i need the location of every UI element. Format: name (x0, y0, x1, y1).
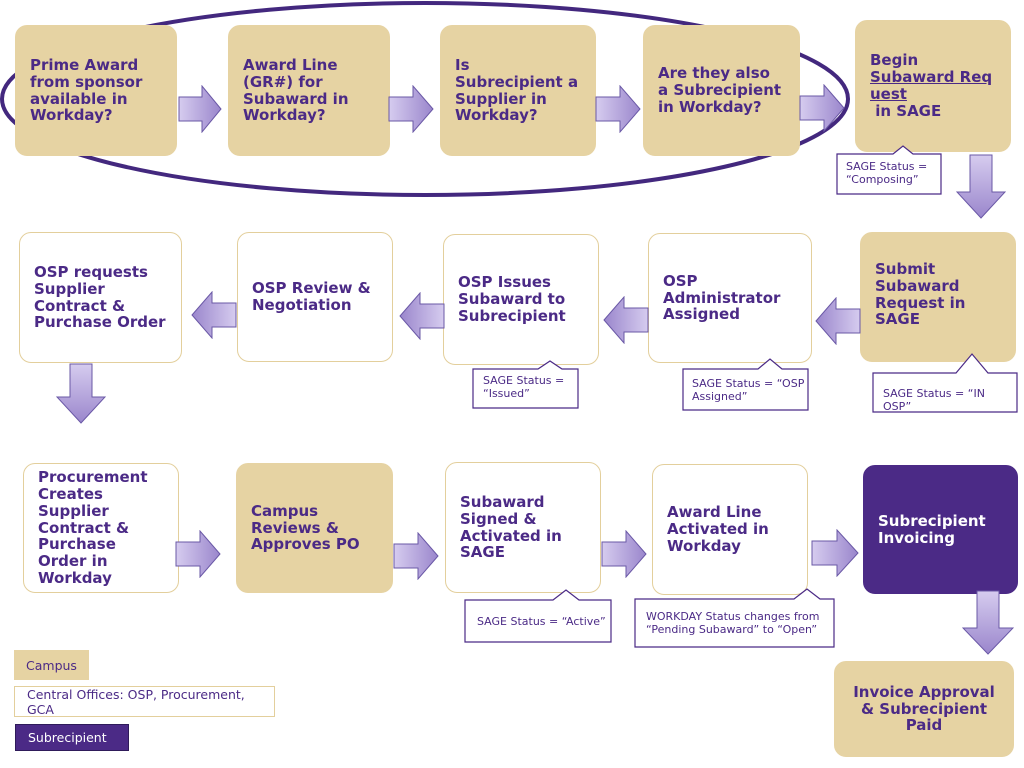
arrow-right-icon (175, 530, 221, 578)
osp-requests-label: OSP requests Supplier Contract & Purchas… (34, 262, 166, 332)
is-subrecipient-box: Is Subrecipient a Supplier in Workday? (440, 25, 596, 156)
invoice-approval-label: Invoice Approval & Subrecipient Paid (853, 682, 995, 735)
arrow-down-icon (962, 590, 1014, 655)
subaward-signed-label: Subaward Signed & Activated in SAGE (460, 492, 562, 562)
issued-status: SAGE Status = “Issued” (483, 374, 565, 401)
in-sage-label: in SAGE (870, 101, 942, 120)
status-callout (682, 358, 809, 411)
procurement-box: Procurement Creates Supplier Contract & … (23, 463, 179, 593)
osp-review-box: OSP Review & Negotiation (237, 232, 393, 362)
submit-request-label: Submit Subaward Request in SAGE (875, 260, 966, 329)
osp-admin-label: OSP Administrator Assigned (663, 271, 781, 324)
osp-review-label: OSP Review & Negotiation (252, 279, 371, 314)
legend-subrecipient-label: Subrecipient (28, 730, 107, 745)
arrow-left-icon (399, 292, 445, 340)
subaward-signed-box: Subaward Signed & Activated in SAGE (445, 462, 601, 593)
status-callout (472, 360, 579, 409)
status-callout (836, 145, 942, 195)
award-line-box: Award Line (GR#) for Subaward in Workday… (228, 25, 390, 156)
arrow-left-icon (191, 291, 237, 339)
subaward-request-link[interactable]: Subaward Request (870, 68, 993, 103)
highlight-oval (0, 1, 850, 197)
arrow-right-icon (601, 530, 647, 578)
in-osp-status: SAGE Status = “IN OSP” (883, 387, 985, 414)
award-line-label: Award Line (GR#) for Subaward in Workday… (243, 55, 349, 125)
campus-reviews-box: Campus Reviews & Approves PO (236, 463, 393, 593)
submit-request-box: Submit Subaward Request in SAGE (860, 232, 1016, 362)
invoice-approval-box: Invoice Approval & Subrecipient Paid (834, 661, 1014, 757)
prime-award-box: Prime Award from sponsor available in Wo… (15, 25, 177, 156)
subrecipient-invoicing-label: Subrecipient Invoicing (878, 511, 986, 547)
arrow-left-icon (815, 297, 861, 345)
arrow-down-icon (956, 154, 1006, 219)
arrow-right-icon (178, 85, 222, 133)
legend-central-label: Central Offices: OSP, Procurement, GCA (27, 686, 245, 717)
composing-status: SAGE Status = “Composing” (846, 160, 928, 187)
is-subrecipient-label: Is Subrecipient a Supplier in Workday? (455, 55, 579, 125)
arrow-right-icon (388, 85, 434, 133)
procurement-label: Procurement Creates Supplier Contract & … (38, 468, 148, 587)
active-status: SAGE Status = “Active” (477, 615, 606, 628)
also-subrecipient-label: Are they also a Subrecipient in Workday? (658, 64, 782, 116)
begin-subaward-box: Begin Subaward Request in SAGE (855, 20, 1011, 152)
osp-issues-label: OSP Issues Subaward to Subrecipient (458, 273, 566, 325)
campus-reviews-label: Campus Reviews & Approves PO (251, 501, 360, 554)
status-callout (464, 589, 612, 643)
begin-label: Begin (870, 51, 919, 70)
osp-assigned-status: SAGE Status = “OSP Assigned” (692, 377, 805, 404)
also-subrecipient-box: Are they also a Subrecipient in Workday? (643, 25, 800, 156)
award-line-activated-box: Award Line Activated in Workday (652, 464, 808, 595)
arrow-down-icon (56, 363, 106, 424)
arrow-right-icon (811, 529, 859, 577)
osp-requests-box: OSP requests Supplier Contract & Purchas… (19, 232, 182, 363)
legend-central: Central Offices: OSP, Procurement, GCA (14, 686, 275, 717)
prime-award-label: Prime Award from sponsor available in Wo… (30, 55, 143, 125)
subrecipient-invoicing-box: Subrecipient Invoicing (863, 465, 1018, 594)
arrow-left-icon (603, 296, 649, 344)
legend-campus-label: Campus (26, 657, 77, 673)
status-callout (872, 353, 1018, 413)
osp-admin-box: OSP Administrator Assigned (648, 233, 812, 363)
legend-campus: Campus (14, 650, 89, 680)
arrow-right-icon (595, 85, 641, 133)
osp-issues-box: OSP Issues Subaward to Subrecipient (443, 234, 599, 365)
arrow-right-icon (799, 84, 845, 132)
workday-status: WORKDAY Status changes from “Pending Sub… (646, 610, 820, 637)
arrow-right-icon (393, 532, 439, 580)
status-callout (634, 588, 835, 648)
legend-subrecipient: Subrecipient (15, 724, 129, 751)
award-line-activated-label: Award Line Activated in Workday (667, 503, 769, 555)
